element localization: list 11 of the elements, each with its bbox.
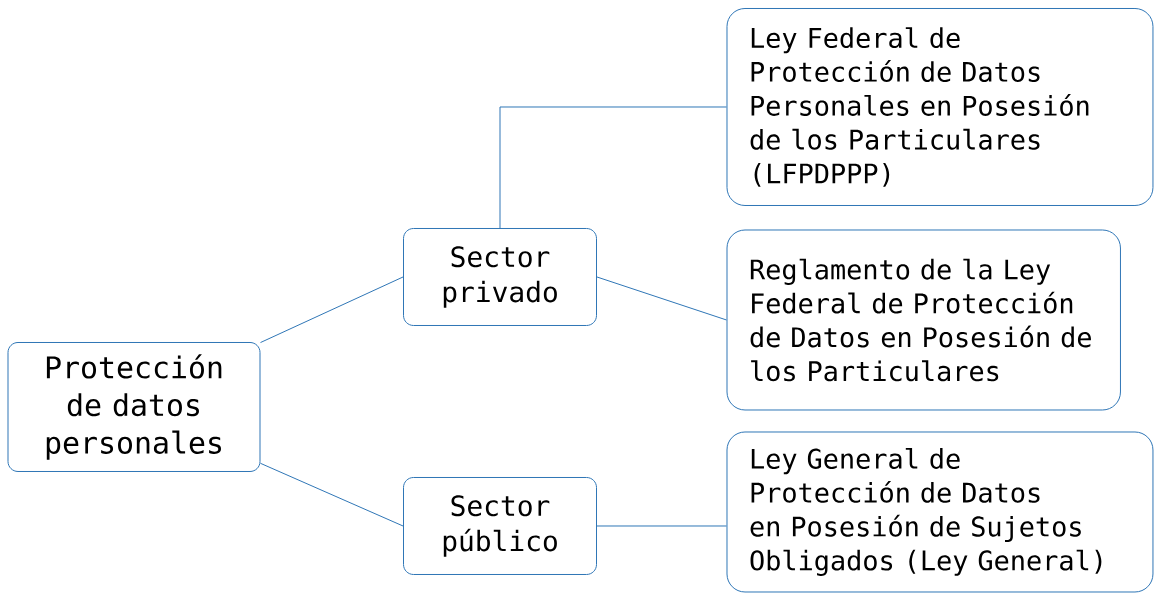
connector-line: [260, 462, 404, 527]
text-box: Protección de datos personales: [7, 342, 261, 472]
text-box: Reglamento de la Ley Federal de Protección de Datos en Posesión de los Particulares: [726, 229, 1121, 411]
text-box: Ley General de Protección de Datos en Posesión de Sujetos Obligados (Ley General): [726, 431, 1154, 593]
text-box: Ley Federal de Protección de Datos Personales en Posesión de los Particulares (LFPDPPP): [726, 8, 1154, 206]
text-box: Sector privado: [403, 228, 597, 326]
connector-line: [596, 525, 727, 527]
text-box: Sector público: [403, 477, 597, 575]
connector-line: [499, 106, 727, 229]
connector-line: [596, 276, 727, 321]
connector-line: [260, 276, 404, 344]
